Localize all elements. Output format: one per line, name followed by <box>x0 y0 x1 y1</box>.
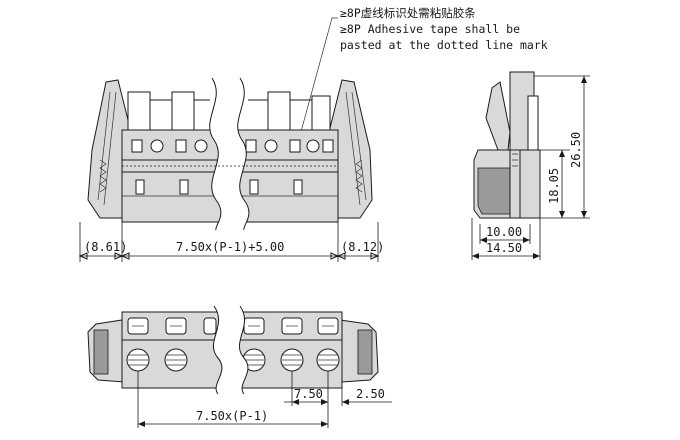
note-line-english-2: pasted at the dotted line mark <box>340 38 548 52</box>
front-wire-openings <box>131 139 334 153</box>
dim-side-height-outer: 26.50 <box>569 132 583 168</box>
adhesive-tape-note: ≥8P虚线标识处需粘贴胶条 ≥8P Adhesive tape shall be… <box>295 6 548 151</box>
dim-bottom-offset: 2.50 <box>356 387 385 401</box>
bottom-break <box>213 306 248 394</box>
side-dark-face <box>477 167 511 215</box>
front-view <box>87 77 373 231</box>
front-dimensions: (8.61) 7.50x(P-1)+5.00 (8.12) <box>78 222 384 262</box>
left-latch <box>87 79 131 219</box>
dim-side-height-inner: 18.05 <box>547 168 561 204</box>
dim-front-left: (8.61) <box>84 240 127 254</box>
note-line-english-1: ≥8P Adhesive tape shall be <box>340 22 520 36</box>
side-view <box>473 71 541 219</box>
bottom-dimensions: 7.50 2.50 7.50x(P-1) <box>137 371 392 428</box>
note-line-chinese: ≥8P虚线标识处需粘贴胶条 <box>340 6 476 20</box>
side-dimensions: 10.00 14.50 18.05 26.50 <box>471 75 590 260</box>
note-leader-line <box>295 17 338 151</box>
side-latch <box>485 81 511 151</box>
dim-front-middle: 7.50x(P-1)+5.00 <box>176 240 284 254</box>
dim-bottom-span: 7.50x(P-1) <box>196 409 268 423</box>
dim-bottom-pitch: 7.50 <box>294 387 323 401</box>
bottom-screw-openings <box>126 317 340 372</box>
bottom-view <box>87 305 379 395</box>
dim-front-right: (8.12) <box>341 240 384 254</box>
dim-side-inner-width: 10.00 <box>486 225 522 239</box>
dim-side-outer-width: 14.50 <box>486 241 522 255</box>
